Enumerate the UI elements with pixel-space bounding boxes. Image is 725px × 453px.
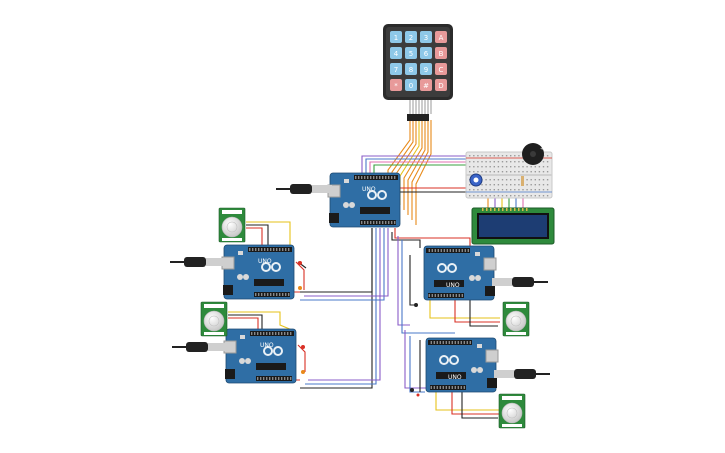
- pir-sensor-left-top[interactable]: [218, 207, 246, 243]
- usb-cable-right-top: [492, 277, 548, 287]
- breadboard-holes: [469, 155, 549, 197]
- usb-cable-main: [276, 184, 332, 194]
- svg-text:+: +: [540, 146, 544, 152]
- keypad-key-6[interactable]: 6: [420, 47, 432, 59]
- keypad-key-8[interactable]: 8: [405, 63, 417, 75]
- arduino-right-bottom[interactable]: [425, 337, 499, 393]
- keypad-key-9[interactable]: 9: [420, 63, 432, 75]
- led-indicators: [298, 261, 420, 397]
- uno-label: UNO: [448, 374, 462, 381]
- uno-label: UNO: [258, 258, 272, 265]
- keypad-key-label: 2: [409, 34, 413, 42]
- keypad-face: [386, 27, 450, 97]
- keypad-key-2[interactable]: 2: [405, 31, 417, 43]
- keypad-key-C[interactable]: C: [435, 63, 447, 75]
- pir-sensor-right-bottom[interactable]: [498, 393, 526, 429]
- keypad-key-label: A: [439, 34, 444, 42]
- keypad-key-B[interactable]: B: [435, 47, 447, 59]
- usb-cable-left-bottom: [172, 342, 228, 352]
- keypad-key-0[interactable]: 0: [405, 79, 417, 91]
- keypad-key-4[interactable]: 4: [390, 47, 402, 59]
- keypad-key-label: 9: [424, 66, 428, 74]
- keypad-key-5[interactable]: 5: [405, 47, 417, 59]
- keypad-key-label: D: [438, 82, 443, 90]
- uno-label: UNO: [260, 342, 274, 349]
- arduino-left-top[interactable]: [221, 244, 295, 300]
- keypad-keys[interactable]: 1 2 3 A 4 5 6 B 7 8 9 C * 0 # D: [390, 31, 447, 91]
- resistor: [521, 176, 524, 186]
- usb-cable-right-bottom: [494, 369, 550, 379]
- keypad-key-label: *: [394, 82, 398, 90]
- wires: [228, 120, 537, 419]
- keypad-key-label: 4: [394, 50, 399, 58]
- lcd-screen: [479, 215, 547, 237]
- keypad-key-label: 0: [409, 82, 413, 90]
- keypad-key-#[interactable]: #: [420, 79, 432, 91]
- keypad-connector: [407, 114, 429, 121]
- keypad-key-1[interactable]: 1: [390, 31, 402, 43]
- uno-label: UNO: [362, 186, 376, 193]
- keypad-key-7[interactable]: 7: [390, 63, 402, 75]
- arduino-left-bottom[interactable]: [223, 328, 297, 384]
- arduino-main[interactable]: [327, 172, 401, 228]
- pir-sensor-right-top[interactable]: [502, 301, 530, 337]
- keypad-key-label: 8: [409, 66, 413, 74]
- keypad-key-*[interactable]: *: [390, 79, 402, 91]
- keypad-key-label: 1: [394, 34, 398, 42]
- keypad-key-3[interactable]: 3: [420, 31, 432, 43]
- arduino-right-top[interactable]: [423, 245, 497, 301]
- keypad-key-D[interactable]: D: [435, 79, 447, 91]
- keypad-key-label: 7: [394, 66, 398, 74]
- uno-label: UNO: [446, 282, 460, 289]
- pir-sensor-left-bottom[interactable]: [200, 301, 228, 337]
- keypad-key-label: B: [439, 50, 444, 58]
- keypad-key-label: 3: [424, 34, 428, 42]
- keypad-key-label: 5: [409, 50, 413, 58]
- usb-cable-left-top: [170, 257, 226, 267]
- keypad-key-label: 6: [424, 50, 429, 58]
- keypad-key-A[interactable]: A: [435, 31, 447, 43]
- piezo-buzzer[interactable]: +: [522, 143, 544, 165]
- keypad[interactable]: 1 2 3 A 4 5 6 B 7 8 9 C * 0 # D: [383, 24, 453, 121]
- keypad-key-label: #: [423, 82, 429, 90]
- keypad-key-label: C: [439, 66, 444, 74]
- lcd-display[interactable]: [471, 207, 555, 245]
